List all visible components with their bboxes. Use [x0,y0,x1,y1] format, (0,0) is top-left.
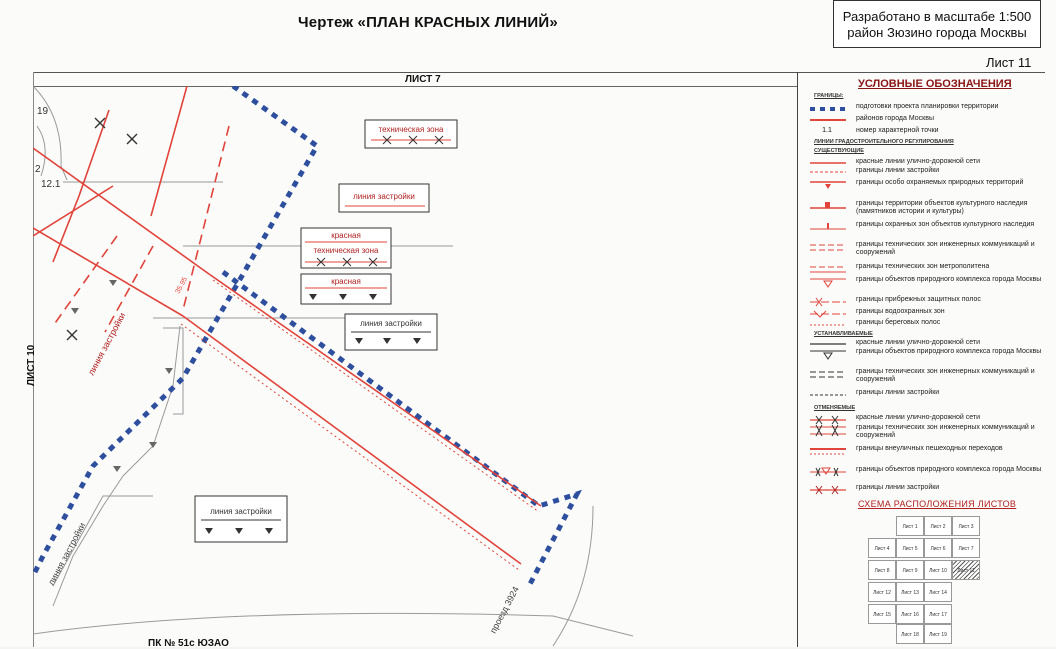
legend-item: границы береговых полос [810,319,941,326]
svg-text:красная: красная [331,277,361,286]
legend-item: границы внеуличных пешеходных переходов [810,445,1003,455]
legend-item: границы территории объектов культурного … [800,200,1046,215]
legend-item: границы технических зон инженерных комму… [810,368,1035,383]
bottom-note: ПК № 51с ЮЗАО [148,638,229,649]
scheme-cell-current: Лист 11 [952,560,980,580]
scheme-cell: Лист 18 [896,624,924,644]
legend-group-gradreg: ЛИНИИ ГРАДОСТРОИТЕЛЬНОГО РЕГУЛИРОВАНИЯ [814,139,954,145]
legend-item: границы прибрежных защитных полос [800,296,1046,310]
scheme-cell: Лист 12 [868,582,896,602]
scale-line: Разработано в масштабе 1:500 [842,9,1032,24]
top-sheet-label: ЛИСТ 7 [405,74,441,85]
scheme-cell: Лист 1 [896,516,924,536]
legend-panel: УСЛОВНЫЕ ОБОЗНАЧЕНИЯ ГРАНИЦЫ: подготовки… [800,76,1046,647]
frame-top-border [33,72,1045,73]
diagonal-build-line-label: линия застройки [46,521,87,587]
scheme-cell: Лист 13 [896,582,924,602]
legend-item: границы объектов природного комплекса го… [800,466,1046,480]
scheme-cell: Лист 14 [924,582,952,602]
legend-group-cancelled: ОТМЕНЯЕМЫЕ [814,405,856,411]
legend-title: УСЛОВНЫЕ ОБОЗНАЧЕНИЯ [858,78,1012,90]
district-line: район Зюзино города Москвы [847,25,1027,40]
svg-text:линия застройки: линия застройки [353,192,415,201]
legend-group-existing: СУЩЕСТВУЮЩИЕ [814,148,864,154]
scheme-cell: Лист 3 [952,516,980,536]
scheme-cell: Лист 15 [868,604,896,624]
legend-item: границы объектов природного комплекса го… [800,276,1046,290]
legend-item: границы линии застройки [810,389,940,396]
label-box-red-2: красная [300,273,392,305]
dimension-label: 35.95 [175,276,189,295]
legend-group-established: УСТАНАВЛИВАЕМЫЕ [814,331,873,337]
label-box-build-line-2: линия застройки [344,313,438,351]
scheme-cell: Лист 16 [896,604,924,624]
blue-dashed-boundaries [33,86,583,588]
legend-item: границы особо охраняемых природных терри… [800,179,1046,193]
sheet-number: Лист 11 [986,55,1032,70]
svg-text:техническая зона: техническая зона [314,246,379,255]
point-label: 2 [35,164,41,175]
legend-item: границы технических зон инженерных комму… [810,241,1035,256]
scheme-cell: Лист 17 [924,604,952,624]
triangle-marks [71,280,173,472]
legend-item: красные линии улично-дорожной сети [810,339,981,346]
svg-text:линия застройки: линия застройки [360,319,422,328]
label-box-build-line-1: линия застройки [338,183,430,213]
frame-left-border [33,72,34,647]
scheme-cell: Лист 8 [868,560,896,580]
legend-item: границы объектов природного комплекса го… [800,348,1046,362]
blue-dash-symbol [810,107,846,111]
svg-text:красная: красная [331,231,361,240]
label-box-red-tech-zone: красная техническая зона [300,227,392,269]
legend-item: границы водоохранных зон [800,308,1046,322]
red-solid-symbol [810,119,846,121]
frame-legend-divider [797,72,798,647]
legend-item: границы линии застройки [810,167,940,174]
red-lines [33,86,542,565]
scale-box: Разработано в масштабе 1:500 район Зюзин… [833,0,1041,48]
red-dotted-offsets [180,279,540,571]
point-label: 12.1 [41,179,61,190]
legend-item: красные линии улично-дорожной сети [800,414,1046,428]
scheme-cell: Лист 4 [868,538,896,558]
legend-item: подготовки проекта планировки территории [800,103,1046,117]
legend-item: границы охранных зон объектов культурног… [810,221,1035,230]
scheme-cell: Лист 5 [896,538,924,558]
svg-text:линия застройки: линия застройки [210,507,272,516]
road-label: проезд 3924 [488,585,521,635]
scheme-cell: Лист 10 [924,560,952,580]
frame-map-top-border [33,86,797,87]
scheme-title: СХЕМА РАСПОЛОЖЕНИЯ ЛИСТОВ [858,499,1017,509]
legend-item: 1.1 номер характерной точки [800,127,1046,141]
legend-item: границы технических зон метрополитена [810,263,990,273]
legend-item: границы линии застройки [800,484,1046,498]
legend-item: границы технических зон инженерных комму… [800,424,1046,439]
label-box-build-line-3: линия застройки [194,495,288,543]
legend-item: районов города Москвы [800,115,1046,129]
drawing-title: Чертеж «ПЛАН КРАСНЫХ ЛИНИЙ» [298,14,558,31]
point-label: 19 [37,106,49,117]
legend-group-borders: ГРАНИЦЫ: [814,93,844,99]
map-drawing: 19 2 12.1 35.95 линия застройки линия за… [33,86,634,647]
diagonal-build-line-label: линия застройки [86,311,127,377]
point-number-symbol: 1.1 [822,127,832,134]
scheme-cell: Лист 7 [952,538,980,558]
label-box-tech-zone-1: техническая зона [364,119,458,149]
scheme-cell: Лист 19 [924,624,952,644]
scheme-cell: Лист 9 [896,560,924,580]
legend-item: красные линии улично-дорожной сети [810,158,981,165]
x-marks [66,117,138,341]
svg-text:техническая зона: техническая зона [379,125,444,134]
scheme-cell: Лист 6 [924,538,952,558]
scheme-cell: Лист 2 [924,516,952,536]
